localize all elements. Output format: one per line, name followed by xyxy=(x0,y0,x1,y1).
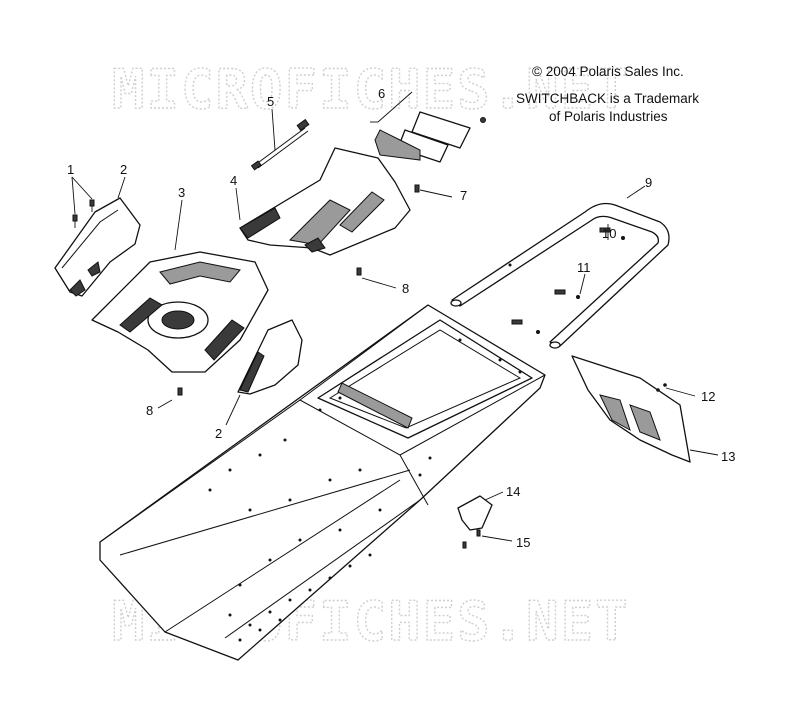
callout-6: 6 xyxy=(378,86,385,101)
callout-2-right: 2 xyxy=(215,426,222,441)
tunnel xyxy=(99,304,546,661)
callout-15: 15 xyxy=(516,535,530,550)
part-6-taillight xyxy=(370,91,486,163)
callout-3: 3 xyxy=(178,185,185,200)
part-15-rivets xyxy=(462,529,513,549)
part-7-screw xyxy=(414,184,453,198)
callout-13: 13 xyxy=(721,449,735,464)
part-8-screws xyxy=(157,267,397,409)
callout-7: 7 xyxy=(460,188,467,203)
part-4-seat-base xyxy=(239,147,411,256)
copyright-line-2: SWITCHBACK is a Trademark xyxy=(516,91,699,106)
callout-labels: 1 2 3 4 5 6 7 8 8 2 9 10 11 12 13 14 15 xyxy=(67,86,735,550)
callout-1: 1 xyxy=(67,162,74,177)
tunnel-rivets xyxy=(208,338,522,642)
part-14-bracket xyxy=(457,491,504,531)
callout-10: 10 xyxy=(602,226,616,241)
watermark-top: MICROFICHES.NET xyxy=(112,58,630,121)
part-10-11-fasteners xyxy=(511,224,625,334)
callout-8-right: 8 xyxy=(402,281,409,296)
callout-14: 14 xyxy=(506,484,520,499)
copyright-line-1: © 2004 Polaris Sales Inc. xyxy=(532,64,684,79)
callout-9: 9 xyxy=(645,175,652,190)
callout-12: 12 xyxy=(701,389,715,404)
part-1-screws xyxy=(71,176,95,228)
part-3-housing xyxy=(91,251,269,373)
callout-4: 4 xyxy=(230,173,237,188)
part-13-snowflap xyxy=(571,355,719,463)
part-5-strut xyxy=(250,118,310,171)
callout-5: 5 xyxy=(267,94,274,109)
callout-8-left: 8 xyxy=(146,403,153,418)
callout-2-left: 2 xyxy=(120,162,127,177)
copyright-line-3: of Polaris Industries xyxy=(549,109,668,124)
part-12-rivets xyxy=(656,383,696,397)
part-9-grab-bar xyxy=(450,185,670,349)
leader-lines xyxy=(117,108,276,426)
callout-11: 11 xyxy=(577,260,591,275)
part-2-right-cover xyxy=(237,319,303,395)
part-2-left-cover xyxy=(54,197,141,297)
